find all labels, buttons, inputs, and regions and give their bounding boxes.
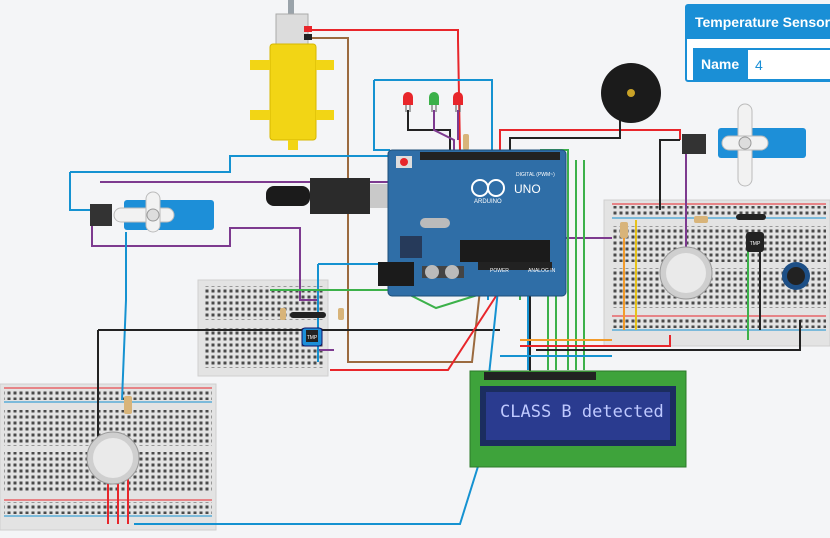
arduino-power-label: POWER	[490, 268, 509, 274]
inspector-title: Temperature Sensor	[687, 6, 830, 39]
temperature-sensor-right[interactable]: TMP	[746, 232, 764, 252]
tmp-label-small: TMP	[307, 335, 318, 341]
gas-sensor-right[interactable]	[659, 246, 713, 300]
arduino-board-label: UNO	[514, 182, 541, 196]
name-input[interactable]	[751, 52, 830, 77]
servo-right[interactable]	[682, 103, 806, 187]
arduino-brand-label: ARDUINO	[474, 199, 502, 205]
temperature-sensor-small[interactable]: TMP	[301, 327, 323, 347]
name-label: Name	[695, 50, 748, 79]
usb-cable	[266, 178, 390, 214]
potentiometer[interactable]	[782, 262, 810, 290]
lcd-16x2[interactable]: CLASS B detected	[469, 370, 687, 468]
resistor-left[interactable]	[124, 396, 132, 414]
arduino-analog-label: ANALOG IN	[528, 268, 556, 274]
components-small-board[interactable]	[280, 308, 344, 320]
resistor-led[interactable]	[463, 134, 469, 150]
servo-left[interactable]	[90, 191, 214, 233]
piezo-buzzer[interactable]	[601, 63, 661, 123]
arduino-digital-label: DIGITAL (PWM~)	[516, 172, 555, 178]
tmp-label-right: TMP	[750, 241, 761, 247]
gas-sensor-left[interactable]	[86, 431, 140, 485]
name-row: Name	[693, 48, 830, 81]
led-red-1[interactable]	[403, 92, 413, 112]
arduino-uno[interactable]: UNO ARDUINO DIGITAL (PWM~) POWER ANALOG …	[378, 149, 567, 297]
dc-gear-motor[interactable]	[250, 0, 334, 150]
led-red-2[interactable]	[453, 92, 463, 112]
lcd-display-text: CLASS B detected	[500, 402, 664, 422]
led-green[interactable]	[429, 92, 439, 112]
inspector-panel: Temperature Sensor Name	[685, 4, 830, 82]
resistors-right[interactable]	[620, 214, 766, 238]
